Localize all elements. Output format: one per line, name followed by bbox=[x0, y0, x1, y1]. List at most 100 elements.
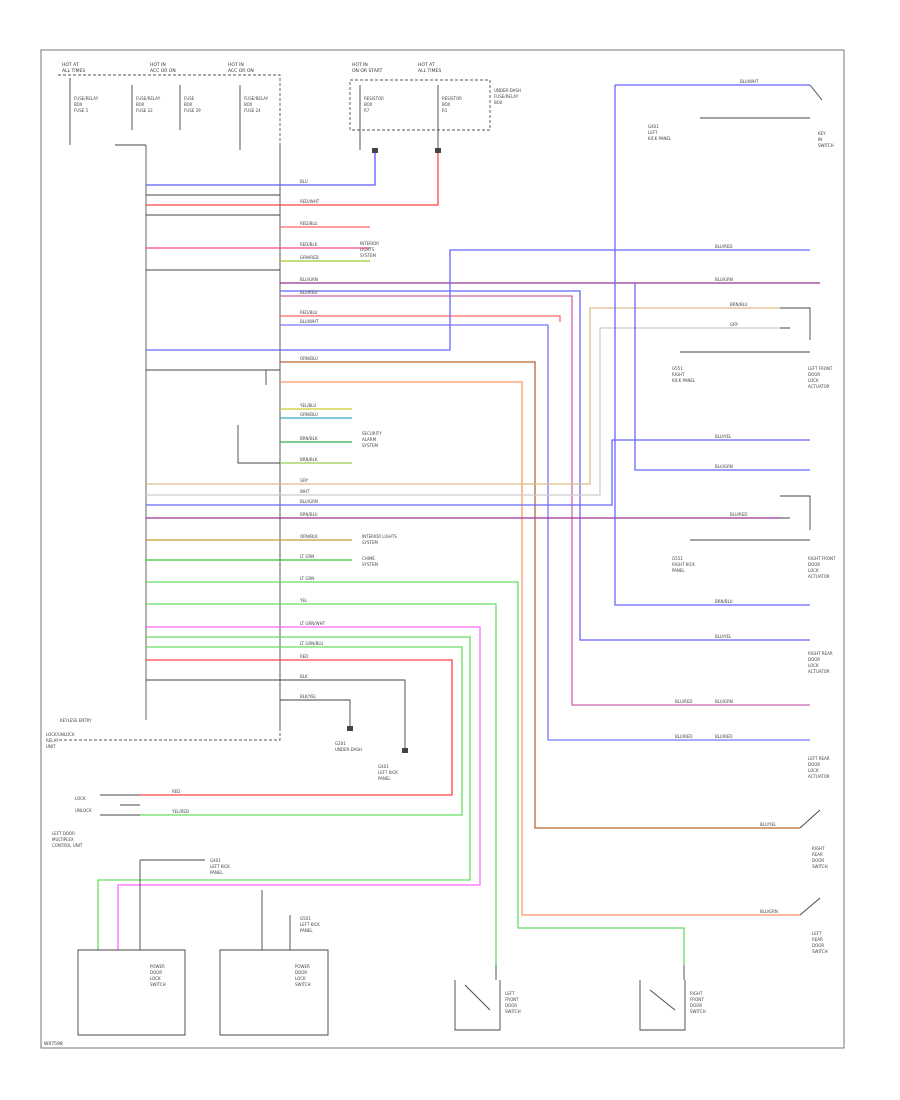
svg-text:GRY: GRY bbox=[730, 322, 739, 327]
svg-text:FRONT: FRONT bbox=[505, 997, 519, 1002]
svg-text:BLU/GRN: BLU/GRN bbox=[300, 499, 318, 504]
svg-text:BLU/GRN: BLU/GRN bbox=[715, 464, 733, 469]
svg-text:PANEL: PANEL bbox=[300, 928, 313, 933]
svg-text:FRONT: FRONT bbox=[690, 997, 704, 1002]
diagram-frame bbox=[40, 49, 845, 1049]
svg-text:BLU/RED: BLU/RED bbox=[730, 512, 747, 517]
svg-text:LOCK: LOCK bbox=[808, 378, 819, 383]
svg-text:DOOR: DOOR bbox=[808, 762, 820, 767]
svg-text:LOCK: LOCK bbox=[808, 568, 819, 573]
svg-text:LT GRN: LT GRN bbox=[300, 576, 314, 581]
svg-text:DOOR: DOOR bbox=[808, 657, 820, 662]
svg-text:SWITCH: SWITCH bbox=[812, 864, 828, 869]
svg-text:LEFT KICK: LEFT KICK bbox=[300, 922, 320, 927]
svg-text:BLU/RED: BLU/RED bbox=[675, 734, 692, 739]
svg-text:SWITCH: SWITCH bbox=[505, 1009, 521, 1014]
svg-text:FUSE/RELAY: FUSE/RELAY bbox=[244, 96, 269, 101]
svg-text:BRN/BLU: BRN/BLU bbox=[715, 599, 733, 604]
svg-text:RESISTOR: RESISTOR bbox=[442, 96, 462, 101]
svg-text:LT GRN/BLU: LT GRN/BLU bbox=[300, 641, 323, 646]
svg-text:SYSTEM: SYSTEM bbox=[360, 253, 376, 258]
svg-text:RIGHT: RIGHT bbox=[812, 846, 825, 851]
svg-text:BLU/WHT: BLU/WHT bbox=[740, 79, 759, 84]
svg-text:ORN/BLK: ORN/BLK bbox=[300, 534, 318, 539]
svg-text:FUSE 22: FUSE 22 bbox=[136, 108, 153, 113]
svg-text:LT GRN/WHT: LT GRN/WHT bbox=[300, 621, 326, 626]
svg-text:SYSTEM: SYSTEM bbox=[362, 562, 378, 567]
svg-text:G401: G401 bbox=[648, 124, 659, 129]
svg-text:BLU/RED: BLU/RED bbox=[675, 699, 692, 704]
svg-text:BRN/BLK: BRN/BLK bbox=[300, 436, 318, 441]
svg-text:LEFT: LEFT bbox=[505, 991, 515, 996]
svg-text:RELAY: RELAY bbox=[46, 738, 59, 743]
svg-text:G201: G201 bbox=[335, 741, 346, 746]
svg-text:DOOR: DOOR bbox=[812, 943, 824, 948]
component-labels: KEY IN SWITCH G401 LEFT KICK PANEL LEFT … bbox=[52, 124, 836, 1014]
wire-harness bbox=[77, 84, 823, 1036]
control-unit: KEYLESS ENTRY LOCK/UNLOCK RELAY UNIT bbox=[46, 144, 281, 749]
svg-text:BLU/GRN: BLU/GRN bbox=[300, 277, 318, 282]
svg-text:RED/BLU: RED/BLU bbox=[300, 310, 318, 315]
svg-text:SWITCH: SWITCH bbox=[818, 143, 834, 148]
svg-text:FUSE 24: FUSE 24 bbox=[244, 108, 261, 113]
svg-text:G551: G551 bbox=[672, 366, 683, 371]
svg-text:BLU/GRN: BLU/GRN bbox=[760, 909, 778, 914]
fuse-header-3b: ACC OR ON bbox=[228, 68, 254, 74]
svg-text:FUSE 29: FUSE 29 bbox=[184, 108, 201, 113]
svg-text:BLK/YEL: BLK/YEL bbox=[300, 694, 317, 699]
svg-text:SWITCH: SWITCH bbox=[812, 949, 828, 954]
svg-text:CONTROL UNIT: CONTROL UNIT bbox=[52, 843, 83, 848]
svg-text:ACTUATOR: ACTUATOR bbox=[808, 669, 830, 674]
fuse-header-1: HOT AT bbox=[62, 62, 79, 68]
svg-text:FUSE 5: FUSE 5 bbox=[74, 108, 89, 113]
footer-code: W07598 bbox=[44, 1041, 63, 1047]
svg-text:RED/BLK: RED/BLK bbox=[300, 242, 318, 247]
svg-text:UNDER-DASH: UNDER-DASH bbox=[335, 747, 362, 752]
svg-text:UNIT: UNIT bbox=[46, 744, 56, 749]
svg-text:ACTUATOR: ACTUATOR bbox=[808, 774, 830, 779]
svg-text:G401: G401 bbox=[210, 858, 221, 863]
svg-text:G401: G401 bbox=[378, 764, 389, 769]
svg-text:SYSTEM: SYSTEM bbox=[362, 540, 378, 545]
svg-text:FUSE/RELAY: FUSE/RELAY bbox=[494, 94, 519, 99]
svg-text:ORN/BLU: ORN/BLU bbox=[300, 356, 318, 361]
svg-text:KEYLESS ENTRY: KEYLESS ENTRY bbox=[60, 718, 92, 723]
wire-labels: BLU RED/WHT RED/BLU RED/BLK GRN/RED BLU/… bbox=[171, 179, 326, 814]
svg-text:RIGHT: RIGHT bbox=[672, 372, 685, 377]
svg-text:RED: RED bbox=[172, 789, 180, 794]
svg-text:UNLOCK: UNLOCK bbox=[75, 808, 92, 813]
svg-text:BLU/RED: BLU/RED bbox=[715, 244, 732, 249]
svg-text:LOCK: LOCK bbox=[150, 976, 161, 981]
svg-text:ALARM: ALARM bbox=[362, 437, 377, 442]
fuse-header-5: HOT AT bbox=[418, 62, 435, 68]
svg-text:RED/WHT: RED/WHT bbox=[300, 199, 320, 204]
fuse-header-2b: ACC OR ON bbox=[150, 68, 176, 74]
svg-text:LEFT KICK: LEFT KICK bbox=[210, 864, 230, 869]
svg-text:PANEL: PANEL bbox=[378, 776, 391, 781]
svg-text:POWER: POWER bbox=[150, 964, 165, 969]
svg-text:BOX: BOX bbox=[494, 100, 503, 105]
svg-text:LOCK: LOCK bbox=[808, 768, 819, 773]
svg-text:UNDER-DASH: UNDER-DASH bbox=[494, 88, 521, 93]
svg-text:RED/BLU: RED/BLU bbox=[300, 221, 318, 226]
svg-text:LEFT KICK: LEFT KICK bbox=[378, 770, 398, 775]
svg-text:SWITCH: SWITCH bbox=[150, 982, 166, 987]
fuse-header-3: HOT IN bbox=[228, 62, 244, 68]
svg-text:LIGHTS: LIGHTS bbox=[360, 247, 375, 252]
svg-text:KEY: KEY bbox=[818, 131, 826, 136]
svg-text:R7: R7 bbox=[364, 108, 370, 113]
svg-text:IN: IN bbox=[818, 137, 822, 142]
svg-text:BLU: BLU bbox=[300, 179, 308, 184]
svg-text:SECURITY: SECURITY bbox=[362, 431, 382, 436]
svg-text:LEFT DOOR: LEFT DOOR bbox=[52, 831, 75, 836]
right-wire-labels: BLU/WHT BLU/RED BLU/GRN BRN/BLU GRY BLU/… bbox=[675, 79, 778, 914]
svg-text:RIGHT REAR: RIGHT REAR bbox=[808, 651, 833, 656]
svg-text:ACTUATOR: ACTUATOR bbox=[808, 384, 830, 389]
svg-text:BLU/YEL: BLU/YEL bbox=[715, 634, 732, 639]
svg-text:BOX: BOX bbox=[442, 102, 451, 107]
svg-text:YEL/RED: YEL/RED bbox=[171, 809, 189, 814]
svg-text:BLU/RED: BLU/RED bbox=[300, 290, 317, 295]
svg-text:FUSE/RELAY: FUSE/RELAY bbox=[74, 96, 99, 101]
svg-text:POWER: POWER bbox=[295, 964, 310, 969]
fuse-header-5b: ALL TIMES bbox=[418, 68, 441, 74]
